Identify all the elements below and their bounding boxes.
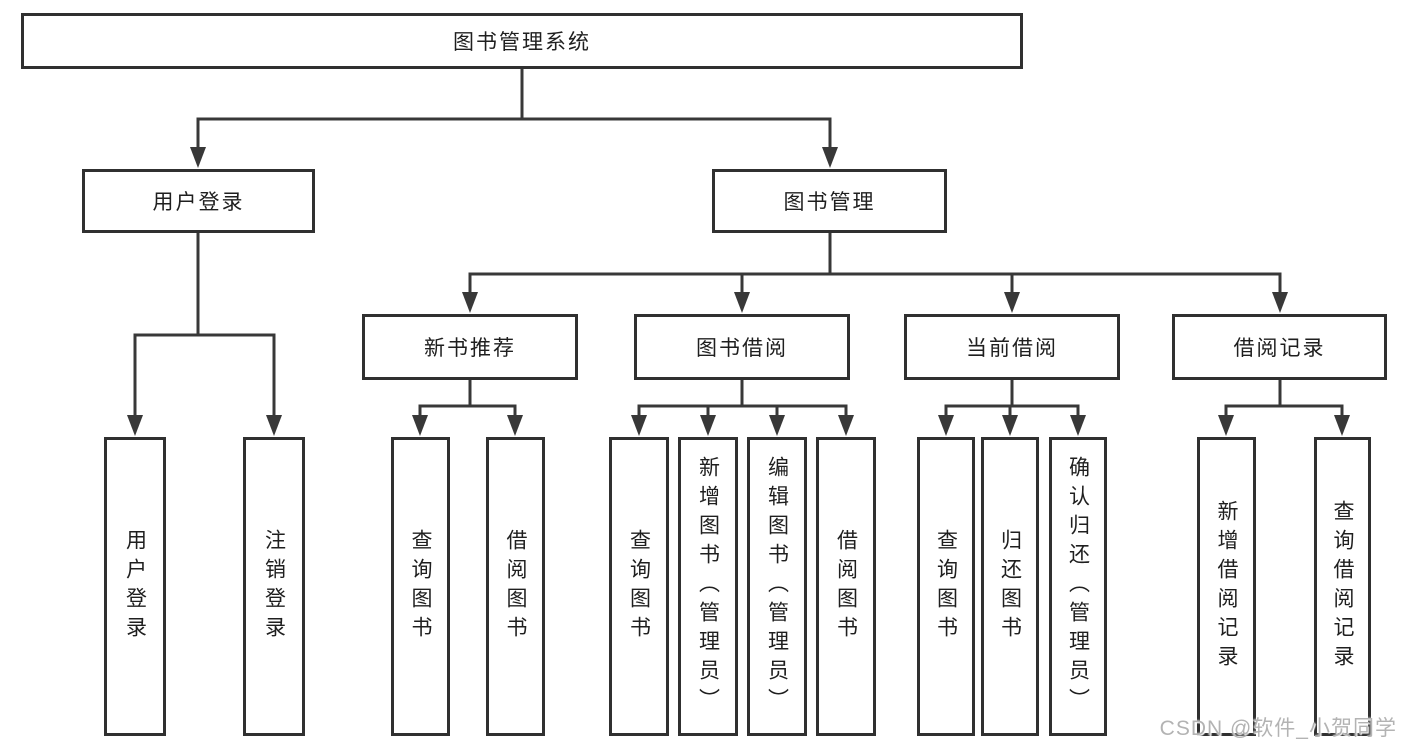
- edge-book-borrowing-to-leaves: [637, 378, 848, 420]
- arrowheads: [127, 147, 1350, 436]
- leaf-borrow-books-recommend: 借阅图书: [486, 437, 545, 736]
- leaf-query-books-recommend: 查询图书: [391, 437, 450, 736]
- node-book-management: 图书管理: [712, 169, 947, 233]
- node-current-borrowing: 当前借阅: [904, 314, 1120, 380]
- leaf-borrow-books: 借阅图书: [816, 437, 876, 736]
- leaf-logout: 注销登录: [243, 437, 305, 736]
- edge-current-borrowing-to-leaves: [944, 378, 1080, 420]
- leaf-confirm-return-admin: 确认归还（管理员）: [1049, 437, 1107, 736]
- edge-book-management-to-level3: [468, 231, 1282, 297]
- leaf-query-books-current: 查询图书: [917, 437, 975, 736]
- csdn-watermark: CSDN @软件_小贺同学: [1159, 717, 1397, 740]
- node-user-login: 用户登录: [82, 169, 315, 233]
- leaf-add-books-admin: 新增图书（管理员）: [678, 437, 738, 736]
- edge-root-to-level2: [196, 67, 832, 152]
- leaf-query-borrow-record: 查询借阅记录: [1314, 437, 1371, 736]
- node-new-book-recommendation: 新书推荐: [362, 314, 578, 380]
- node-book-borrowing: 图书借阅: [634, 314, 850, 380]
- leaf-add-borrow-record: 新增借阅记录: [1197, 437, 1256, 736]
- leaf-return-books: 归还图书: [981, 437, 1039, 736]
- edge-new-book-recommendation-to-leaves: [418, 378, 517, 420]
- node-library-management-system: 图书管理系统: [21, 13, 1023, 69]
- leaf-edit-books-admin: 编辑图书（管理员）: [747, 437, 807, 736]
- edge-borrowing-records-to-leaves: [1224, 378, 1344, 420]
- leaf-user-login: 用户登录: [104, 437, 166, 736]
- edge-user-login-to-leaves: [133, 231, 276, 420]
- leaf-query-books-borrow: 查询图书: [609, 437, 669, 736]
- node-borrowing-records: 借阅记录: [1172, 314, 1387, 380]
